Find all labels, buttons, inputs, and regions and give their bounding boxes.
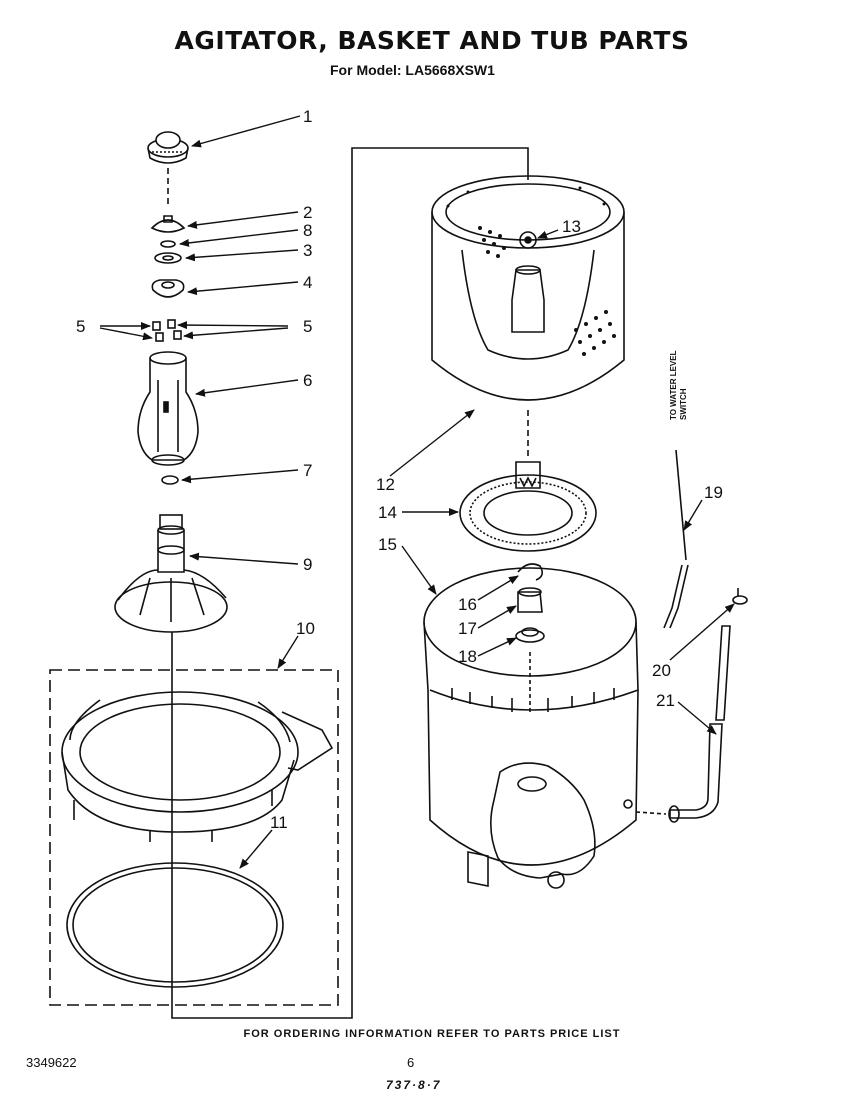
print-stamp: 737·8·7: [386, 1078, 442, 1092]
part-clamp: [517, 563, 544, 581]
side-label-line2: SWITCH: [679, 388, 688, 420]
part-spanner-nut: [517, 587, 543, 613]
part-tub-seal: [66, 862, 284, 988]
callout-17: 17: [458, 619, 477, 638]
assembly-path-line: [171, 147, 529, 1019]
callout-3: 3: [303, 241, 312, 260]
basket-perforations: [446, 186, 616, 356]
callout-numbers: 1 2 8 3 4 5 5 6 7 9 10 11 12 13 14 15 16…: [76, 107, 723, 832]
side-label-line1: TO WATER LEVEL: [669, 350, 678, 420]
callout-12: 12: [376, 475, 395, 494]
callout-5-left: 5: [76, 317, 85, 336]
callout-18: 18: [458, 647, 477, 666]
part-cap-clip: [150, 215, 186, 233]
callout-13: 13: [562, 217, 581, 236]
callout-6: 6: [303, 371, 312, 390]
callout-1: 1: [303, 107, 312, 126]
document-number: 3349622: [26, 1055, 77, 1070]
callout-21: 21: [656, 691, 675, 710]
model-label: For Model: LA5668XSW1: [330, 62, 495, 78]
callout-19: 19: [704, 483, 723, 502]
callout-4: 4: [303, 273, 312, 292]
callout-14: 14: [378, 503, 397, 522]
part-ring-8: [160, 240, 176, 248]
part-washer: [154, 252, 182, 264]
water-level-switch-label: TO WATER LEVEL SWITCH: [669, 350, 688, 420]
callout-8: 8: [303, 221, 312, 240]
part-wash-basket: [431, 175, 625, 401]
callout-5-right: 5: [303, 317, 312, 336]
callout-15: 15: [378, 535, 397, 554]
part-agitator-barrel: [137, 351, 199, 466]
part-air-hose: [663, 449, 689, 629]
page-number: 6: [407, 1055, 415, 1070]
part-dome-hose: [635, 625, 731, 823]
callout-9: 9: [303, 555, 312, 574]
part-agitator-dogs: [152, 319, 182, 342]
page-title: AGITATOR, BASKET AND TUB PARTS: [174, 26, 690, 55]
part-hub-seal: [515, 627, 545, 643]
part-basket-drive-hub: [459, 461, 597, 552]
part-seal-ring: [161, 475, 179, 485]
part-tub-ring: [49, 669, 339, 1006]
callout-20: 20: [652, 661, 671, 680]
part-agitator-base: [114, 514, 228, 633]
part-agitator-retainer: [151, 279, 185, 298]
part-outer-tub: [423, 567, 639, 889]
ordering-note: FOR ORDERING INFORMATION REFER TO PARTS …: [243, 1028, 621, 1040]
callout-11: 11: [270, 813, 288, 832]
callout-2: 2: [303, 203, 312, 222]
part-agitator-cap: [147, 131, 189, 164]
callout-7: 7: [303, 461, 312, 480]
callout-leaders: [99, 115, 735, 869]
callout-10: 10: [296, 619, 315, 638]
part-hose-clamp: [732, 588, 748, 605]
callout-16: 16: [458, 595, 477, 614]
